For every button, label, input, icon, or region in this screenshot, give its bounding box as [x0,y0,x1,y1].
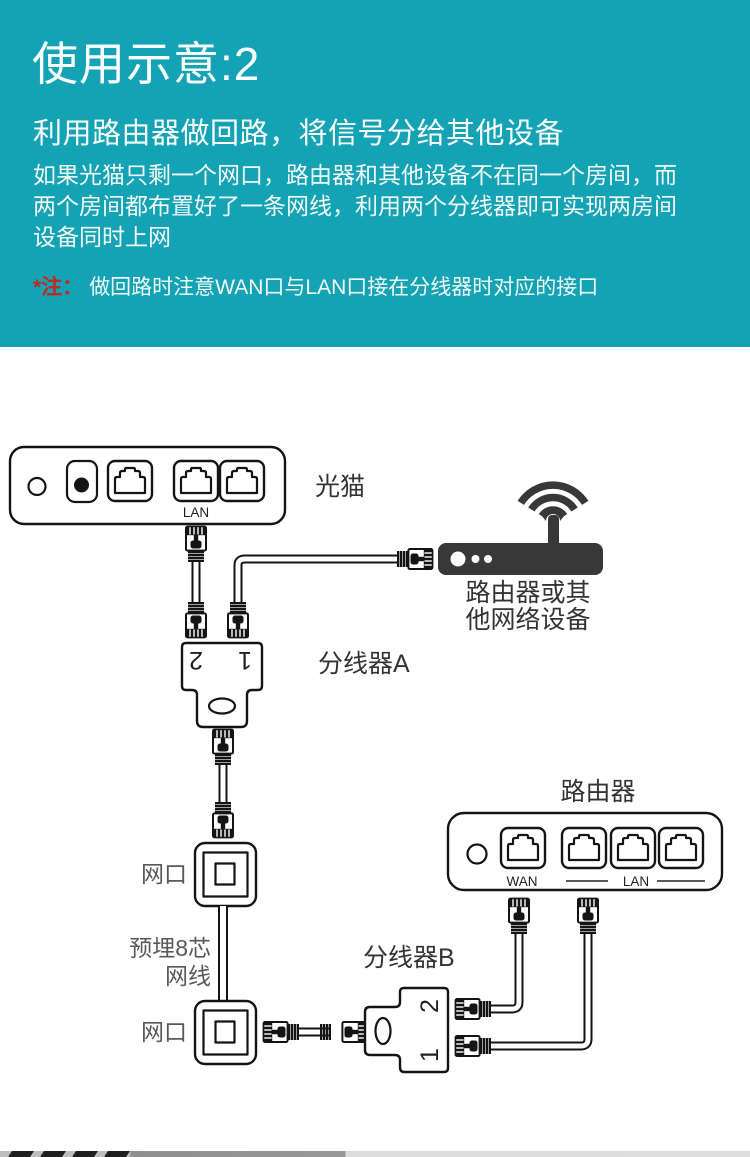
splitter-a-port2-digit: 2 [189,646,203,674]
description-paragraph: 如果光猫只剩一个网口，路由器和其他设备不在同一个房间，而 两个房间都布置好了一条… [33,160,677,253]
page-subtitle: 利用路由器做回路，将信号分给其他设备 [33,118,565,150]
router-label: 路由器 [560,778,635,806]
cable-modem-to-splitter-a [185,525,207,639]
wall-port-bottom-icon [193,999,258,1066]
note-line: *注：做回路时注意WAN口与LAN口接在分线器时对应的接口 [33,271,598,301]
description-line: 两个房间都布置好了一条网线，利用两个分线器即可实现两房间 [33,193,677,219]
splitter-a-port1-digit: 1 [238,646,252,674]
modem-lan-label: LAN [183,505,209,520]
next-section-peek [0,1151,750,1157]
splitter-b-icon: 2 1 [363,986,450,1074]
wall-port-bottom-label: 网口 [141,1019,187,1045]
splitter-b-port1-digit: 1 [416,1048,444,1062]
description-line: 设备同时上网 [33,224,171,250]
peek-mark [72,1151,98,1157]
modem-icon: LAN [8,445,287,526]
cable-splitter-b-to-router-wan [454,897,530,1020]
splitter-a-label: 分线器A [318,650,410,678]
note-text: 做回路时注意WAN口与LAN口接在分线器时对应的接口 [89,276,599,299]
wifi-signal-icon [517,481,589,519]
embedded-cable-label-line2: 网线 [165,963,211,989]
splitter-a-icon: 2 1 [180,641,264,729]
wiring-diagram: LAN 光猫 路由器或其 他网络设备 [0,347,750,1151]
router-lan-label: LAN [623,874,649,889]
peek-mark [40,1151,66,1157]
cable-splitter-a-to-wifi-router [227,548,434,639]
description-line: 如果光猫只剩一个网口，路由器和其他设备不在同一个房间，而 [33,162,677,188]
router-wan-label: WAN [507,874,538,889]
peek-mark [104,1151,130,1157]
wall-port-top-icon [193,841,258,908]
splitter-b-label: 分线器B [363,944,455,972]
modem-label: 光猫 [315,473,365,501]
splitter-b-port2-digit: 2 [416,999,444,1013]
wifi-router-label-line1: 路由器或其 [465,579,590,607]
router-icon: WAN LAN [446,811,724,892]
page-title: 使用示意:2 [32,38,261,90]
embedded-cable-label-line1: 预埋8芯 [129,935,211,961]
cable-wall-port-to-splitter-b [262,1021,368,1043]
cable-splitter-a-to-wall-port [212,728,234,839]
wifi-router-label-line2: 他网络设备 [465,606,590,634]
note-prefix: *注： [33,276,84,299]
cable-splitter-b-to-router-lan [454,897,599,1057]
wall-port-top-label: 网口 [141,861,187,887]
header-banner: 使用示意:2 利用路由器做回路，将信号分给其他设备 如果光猫只剩一个网口，路由器… [0,0,750,347]
wifi-router-icon [438,481,603,575]
peek-mark [8,1151,34,1157]
